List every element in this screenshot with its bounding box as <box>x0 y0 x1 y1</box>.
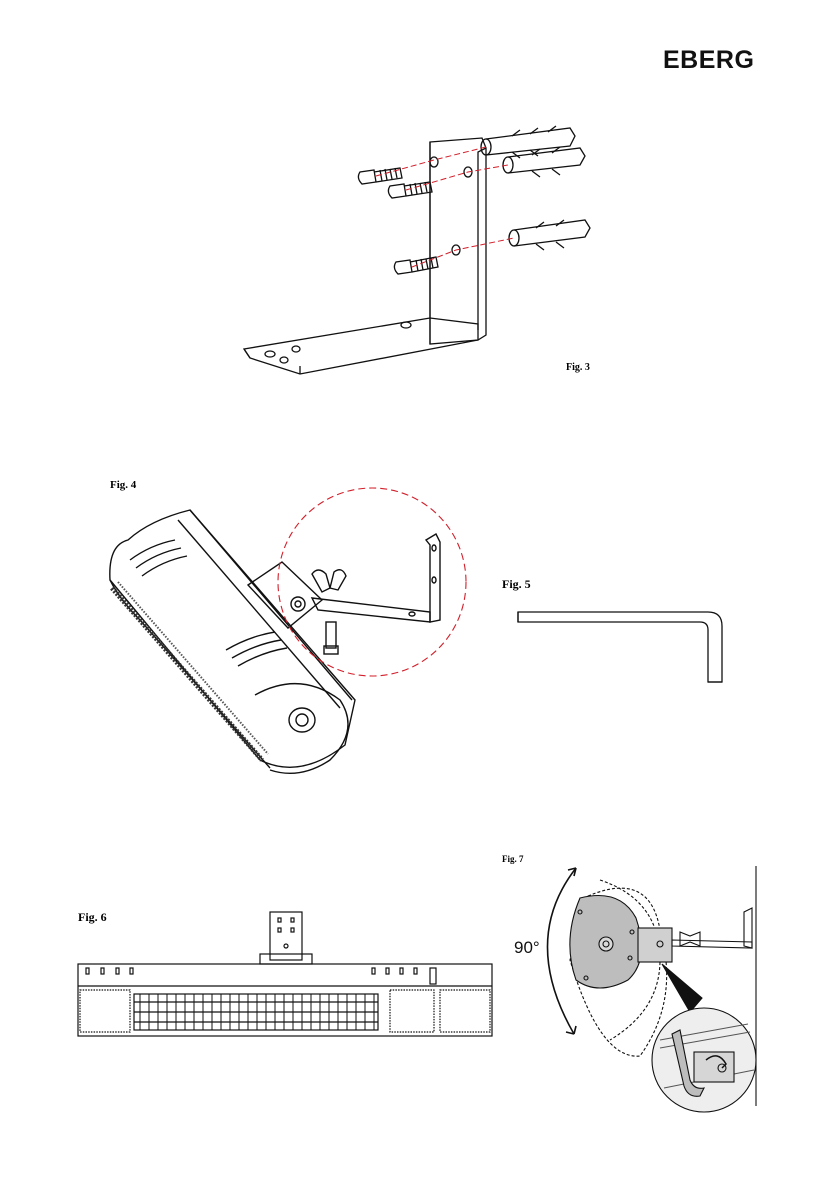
fig7-label: Fig. 7 <box>502 854 524 864</box>
rotation-angle-label: 90° <box>514 938 540 958</box>
